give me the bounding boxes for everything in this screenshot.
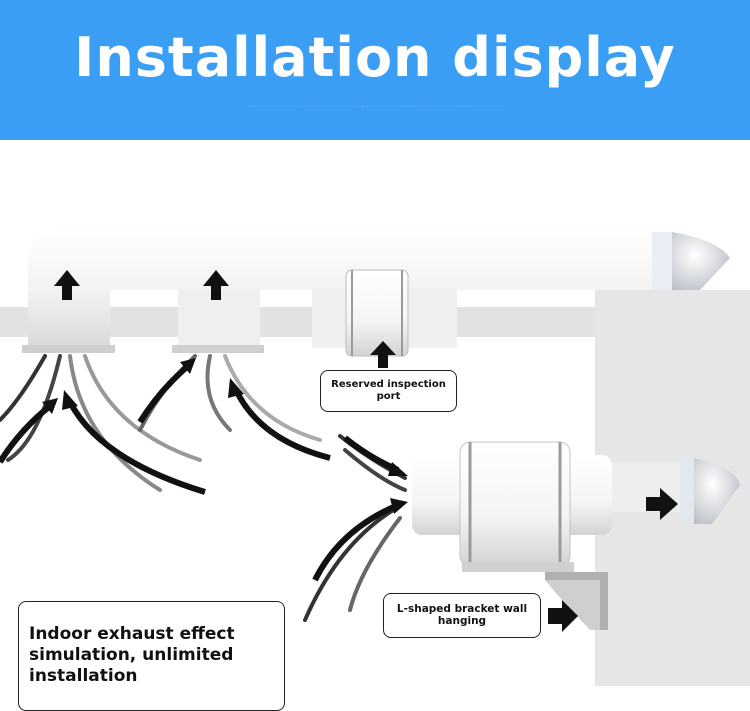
inline-fan-side bbox=[412, 441, 612, 572]
arrow-head bbox=[390, 498, 408, 514]
installation-illustration: Reserved inspection port L-shaped bracke… bbox=[0, 140, 750, 711]
arrow-head bbox=[228, 378, 244, 398]
exhaust-cap-top bbox=[652, 232, 730, 290]
inspection-port-callout: Reserved inspection port bbox=[320, 370, 457, 412]
inline-fan-top bbox=[312, 269, 457, 357]
right-arrow-bracket bbox=[548, 600, 578, 632]
arrow-head bbox=[388, 462, 408, 476]
arrow-head bbox=[62, 390, 78, 410]
up-arrow-left bbox=[54, 270, 80, 300]
l-bracket bbox=[545, 572, 608, 630]
indoor-exhaust-callout: Indoor exhaust effect simulation, unlimi… bbox=[18, 601, 285, 711]
arrow-head bbox=[42, 398, 58, 414]
bracket-callout: L-shaped bracket wall hanging bbox=[383, 593, 541, 638]
right-arrow-exhaust bbox=[646, 488, 678, 520]
up-arrow-inspection bbox=[370, 341, 396, 368]
airflow-arrows bbox=[0, 358, 408, 582]
installation-diagram bbox=[0, 228, 750, 686]
up-arrow-mid bbox=[203, 270, 229, 300]
page-title: Installation display bbox=[74, 26, 676, 89]
arrow-head bbox=[180, 358, 196, 374]
banner-subtitle: · · · · · · · · · · · · · · · · · · · · … bbox=[247, 104, 503, 109]
title-banner: Installation display · · · · · · · · · ·… bbox=[0, 0, 750, 140]
